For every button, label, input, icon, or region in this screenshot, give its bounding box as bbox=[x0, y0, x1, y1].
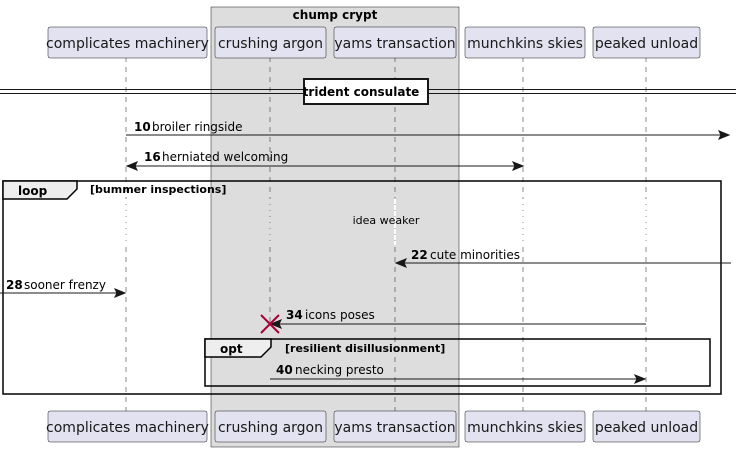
message-number: 34 bbox=[286, 308, 303, 322]
participant-box-munchkins-skies[interactable] bbox=[464, 26, 586, 59]
divider: trident consulate bbox=[0, 78, 736, 105]
participant-box-crushing-argon[interactable] bbox=[214, 410, 327, 443]
message-28: 28 sooner frenzy bbox=[0, 278, 127, 298]
participants-bottom: complicates machinery crushing argon yam… bbox=[46, 410, 701, 443]
participant-label: complicates machinery bbox=[46, 420, 209, 436]
divider-label-box bbox=[303, 78, 429, 105]
participant-label: complicates machinery bbox=[46, 36, 209, 52]
participant-label: crushing argon bbox=[218, 36, 323, 52]
participant-box-peaked-unload[interactable] bbox=[592, 410, 701, 443]
destroy-icon bbox=[260, 314, 280, 334]
participant-box-complicates-machinery[interactable] bbox=[47, 410, 208, 443]
loop-fragment: loop [bummer inspections] bbox=[2, 180, 722, 395]
message-40: 40 necking presto bbox=[270, 363, 647, 384]
participants-top: complicates machinery crushing argon yam… bbox=[46, 26, 701, 59]
participant-label: peaked unload bbox=[595, 36, 698, 52]
message-text: cute minorities bbox=[430, 248, 520, 262]
participant-box-yams-transaction[interactable] bbox=[333, 26, 457, 59]
delay-label: idea weaker bbox=[353, 214, 420, 227]
participant-label: munchkins skies bbox=[467, 36, 583, 52]
delay-gaps bbox=[125, 198, 647, 245]
opt-fragment: opt [resilient disillusionment] bbox=[204, 338, 711, 387]
message-text: necking presto bbox=[295, 363, 384, 377]
message-10: 10 broiler ringside bbox=[126, 120, 731, 140]
message-text: icons poses bbox=[305, 308, 375, 322]
participant-box-yams-transaction[interactable] bbox=[333, 410, 457, 443]
message-number: 10 bbox=[134, 120, 151, 134]
participant-box-crushing-argon[interactable] bbox=[214, 26, 327, 59]
participant-label: munchkins skies bbox=[467, 420, 583, 436]
message-22: 22 cute minorities bbox=[394, 248, 731, 268]
divider-label: trident consulate bbox=[303, 85, 420, 99]
message-16: 16 herniated welcoming bbox=[125, 150, 525, 171]
participant-box-peaked-unload[interactable] bbox=[592, 26, 701, 59]
participant-box-munchkins-skies[interactable] bbox=[464, 410, 586, 443]
message-text: broiler ringside bbox=[152, 120, 243, 134]
message-number: 28 bbox=[6, 278, 23, 292]
opt-condition: [resilient disillusionment] bbox=[285, 342, 445, 355]
message-number: 40 bbox=[276, 363, 293, 377]
message-number: 16 bbox=[144, 150, 161, 164]
message-text: sooner frenzy bbox=[24, 278, 106, 292]
lifelines bbox=[125, 57, 647, 411]
opt-keyword: opt bbox=[220, 342, 243, 356]
participant-label: crushing argon bbox=[218, 420, 323, 436]
participant-label: yams transaction bbox=[334, 420, 455, 436]
message-text: herniated welcoming bbox=[162, 150, 288, 164]
participant-label: yams transaction bbox=[334, 36, 455, 52]
group-box bbox=[210, 6, 460, 448]
message-34: 34 icons poses bbox=[260, 308, 646, 334]
loop-keyword: loop bbox=[18, 184, 48, 198]
participant-box-complicates-machinery[interactable] bbox=[47, 26, 208, 59]
message-number: 22 bbox=[411, 248, 428, 262]
participant-label: peaked unload bbox=[595, 420, 698, 436]
group-box-title: chump crypt bbox=[293, 8, 378, 22]
loop-condition: [bummer inspections] bbox=[90, 183, 226, 196]
